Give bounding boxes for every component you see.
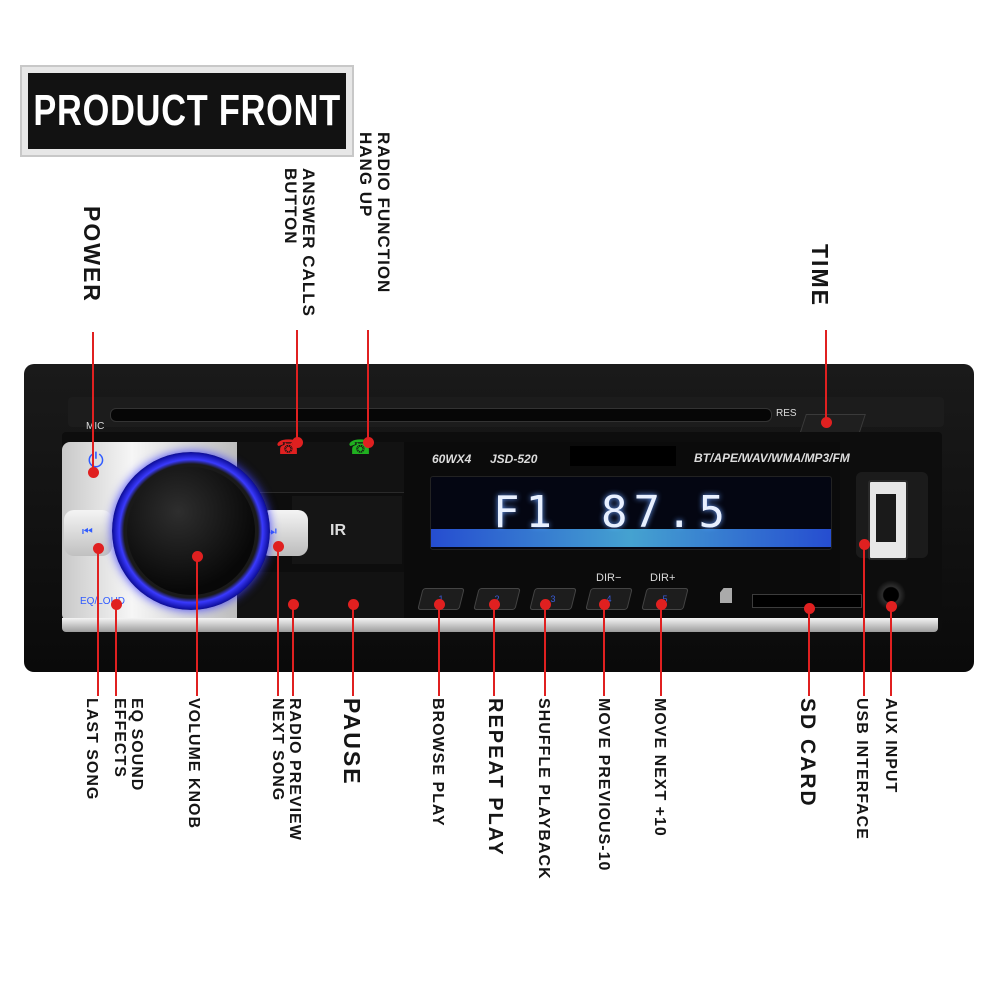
eq-loud-label[interactable]: EQ/LOUD <box>80 596 126 607</box>
prev-icon: ⏮ <box>82 524 93 538</box>
label-answer-calls: ANSWER CALLS BUTTON <box>281 168 318 317</box>
label-volume-knob: VOLUME KNOB <box>184 698 202 829</box>
leader-answer-calls <box>296 330 298 442</box>
usb-port-slot <box>876 494 896 542</box>
label-time: TIME <box>807 244 834 307</box>
marker-volume-knob <box>192 551 203 562</box>
marker-power <box>88 467 99 478</box>
label-browse-play: BROWSE PLAY <box>428 698 446 827</box>
next-icon: ⏭ <box>266 524 277 538</box>
marker-answer-calls <box>292 437 303 448</box>
ir-receiver-block <box>292 496 402 564</box>
leader-aux <box>890 606 892 696</box>
last-song-button[interactable]: ⏮ <box>64 510 112 556</box>
leader-sd-card <box>808 608 810 696</box>
leader-usb <box>863 544 865 696</box>
label-usb-interface: USB INTERFACE <box>852 698 870 840</box>
sd-card-icon <box>720 588 732 603</box>
leader-radio-function <box>367 330 369 442</box>
disc-slot <box>110 408 772 422</box>
marker-move-next <box>656 599 667 610</box>
label-radio-preview: RADIO PREVIEW NEXT SONG <box>269 698 303 841</box>
lcd-screen: F1 87.5 <box>430 476 832 550</box>
title-badge-inner: PRODUCT FRONT <box>28 73 346 149</box>
marker-repeat-play <box>489 599 500 610</box>
label-move-previous: MOVE PREVIOUS-10 <box>594 698 612 872</box>
leader-move-previous <box>603 604 605 696</box>
ir-mark: IR <box>330 522 346 539</box>
leader-pause <box>352 604 354 696</box>
marker-radio-preview <box>288 599 299 610</box>
marker-aux <box>886 601 897 612</box>
marker-browse-play <box>434 599 445 610</box>
leader-move-next <box>660 604 662 696</box>
marker-usb <box>859 539 870 550</box>
leader-eq-sound <box>115 604 117 696</box>
marker-next-song <box>273 541 284 552</box>
car-stereo-head-unit: MIC RES ⏻ ⏮ ⏭ EQ/LOUD ☎ ☎ IR 60WX4 JSD-5… <box>24 364 974 672</box>
label-last-song: LAST SONG <box>82 698 100 801</box>
leader-browse-play <box>438 604 440 696</box>
marker-shuffle <box>540 599 551 610</box>
marker-sd-card <box>804 603 815 614</box>
page-title: PRODUCT FRONT <box>33 86 341 135</box>
label-eq-sound: EQ SOUND EFFECTS <box>111 698 145 792</box>
function-indicator <box>570 446 676 466</box>
leader-power <box>92 332 94 472</box>
label-move-next: MOVE NEXT +10 <box>650 698 668 837</box>
leader-time <box>825 330 827 422</box>
dir-plus-label: DIR+ <box>650 572 676 584</box>
leader-shuffle <box>544 604 546 696</box>
marker-time <box>821 417 832 428</box>
leader-next-song <box>277 546 279 696</box>
label-sd-card: SD CARD <box>796 698 820 808</box>
label-aux-input: AUX INPUT <box>881 698 899 794</box>
volume-knob[interactable] <box>127 467 255 595</box>
label-power: POWER <box>79 206 106 303</box>
leader-repeat-play <box>493 604 495 696</box>
leader-volume-knob <box>196 556 198 696</box>
mic-label: MIC <box>86 421 105 432</box>
leader-last-song <box>97 548 99 696</box>
title-badge: PRODUCT FRONT <box>20 65 354 157</box>
dir-minus-label: DIR− <box>596 572 622 584</box>
label-pause: PAUSE <box>339 698 366 786</box>
shuffle-button[interactable]: 3 <box>529 588 577 610</box>
marker-pause <box>348 599 359 610</box>
marker-radio-function <box>363 437 374 448</box>
supported-formats: BT/APE/WAV/WMA/MP3/FM <box>694 451 850 465</box>
power-rating: 60WX4 <box>432 452 472 466</box>
lcd-spectrum <box>431 529 831 547</box>
power-icon[interactable]: ⏻ <box>88 450 104 472</box>
model-number: JSD-520 <box>490 452 538 466</box>
label-shuffle-playback: SHUFFLE PLAYBACK <box>534 698 552 880</box>
label-repeat-play: REPEAT PLAY <box>484 698 506 857</box>
leader-radio-preview <box>292 604 294 696</box>
marker-eq-sound <box>111 599 122 610</box>
label-radio-function: RADIO FUNCTION HANG UP <box>356 132 393 294</box>
silver-trim <box>62 618 938 632</box>
marker-move-previous <box>599 599 610 610</box>
res-label: RES <box>776 408 797 419</box>
marker-last-song <box>93 543 104 554</box>
